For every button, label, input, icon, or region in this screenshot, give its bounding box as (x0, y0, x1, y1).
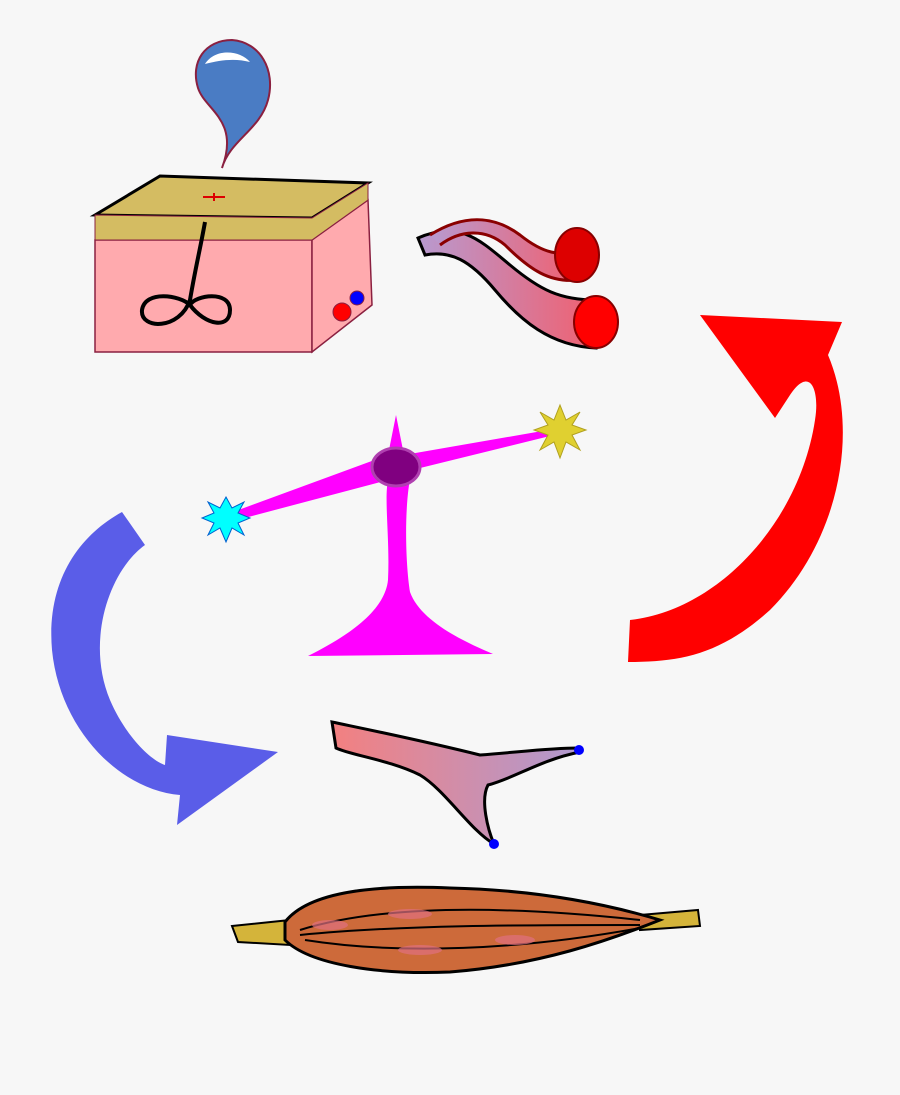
blood-vessels-icon (416, 218, 619, 350)
cyan-receptor-icon (200, 495, 252, 544)
nerve-fiber-icon (330, 720, 584, 849)
skin-block-icon (89, 174, 373, 354)
red-arrow-icon (628, 315, 843, 662)
yellow-receptor-icon (532, 403, 588, 460)
blue-arrow-icon (51, 512, 278, 825)
water-drop-icon (194, 38, 272, 169)
neuron-icon (200, 403, 588, 656)
muscle-icon (230, 885, 702, 974)
